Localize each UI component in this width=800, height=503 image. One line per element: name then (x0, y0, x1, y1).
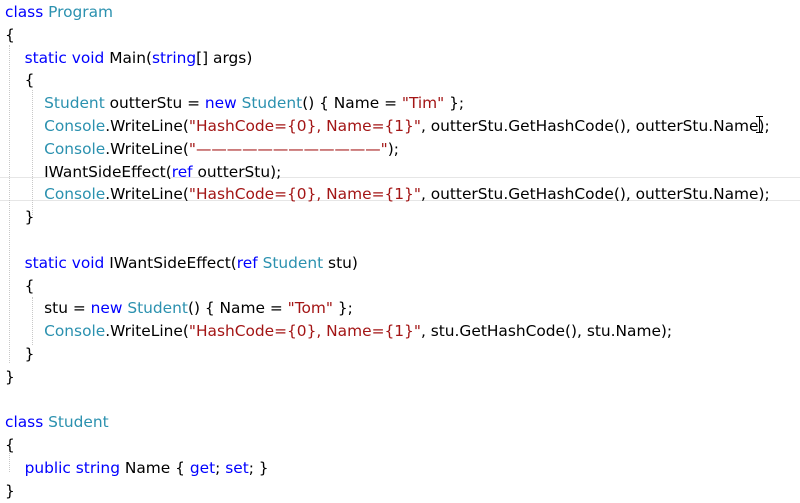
code-token: class (5, 413, 49, 432)
code-token: .WriteLine( (105, 322, 189, 341)
code-line: IWantSideEffect(ref outterStu); (5, 161, 281, 184)
code-token: ref (171, 162, 198, 181)
code-line: public string Name { get; set; } (5, 457, 269, 480)
code-line: static void Main(string[] args) (5, 47, 253, 70)
code-token: Name { (124, 459, 190, 477)
code-line: } (5, 343, 35, 366)
code-token (5, 185, 44, 203)
code-token: Student (262, 253, 324, 272)
code-token: }; (444, 94, 465, 113)
code-token: .WriteLine( (105, 139, 189, 158)
code-line: stu = new Student() { Name = "Tom" }; (5, 297, 353, 320)
code-line: Student outterStu = new Student() { Name… (5, 92, 464, 115)
current-line-highlight (0, 177, 800, 201)
code-token: IWantSideEffect( (5, 162, 172, 181)
code-token: { (5, 276, 35, 295)
code-line: } (5, 480, 15, 503)
code-token: .WriteLine( (105, 185, 189, 204)
code-line: { (5, 275, 35, 298)
code-token: Console (44, 185, 106, 204)
code-token: stu) (323, 253, 358, 272)
code-token: } (5, 367, 15, 386)
code-token: }; (332, 299, 353, 318)
code-token: Console (44, 117, 106, 135)
code-token: Student (241, 94, 303, 113)
code-token: () { Name = (302, 94, 402, 113)
code-token: static void (24, 253, 110, 272)
indent-guide (32, 90, 33, 215)
code-token (5, 140, 44, 158)
code-token (5, 254, 25, 272)
code-line: Console.WriteLine("HashCode={0}, Name={1… (5, 320, 672, 343)
code-token (5, 94, 44, 112)
code-token: { (5, 436, 15, 455)
code-token: ; } (248, 459, 269, 477)
code-token (5, 459, 25, 477)
code-token: "HashCode={0}, Name={1}" (188, 322, 421, 341)
code-line: class Student (5, 411, 109, 434)
code-line: } (5, 366, 15, 389)
code-token: new (90, 299, 128, 318)
code-token: [] args) (196, 48, 253, 67)
code-token: , outterStu.GetHashCode(), outterStu.Nam… (420, 117, 770, 135)
code-token: stu = (5, 299, 91, 318)
code-token: outterStu); (197, 162, 282, 181)
code-token: } (5, 481, 15, 500)
code-token: public string (24, 459, 125, 477)
code-token: Program (48, 3, 114, 21)
code-line: Console.WriteLine("HashCode={0}, Name={1… (5, 115, 770, 138)
code-token: "————————————" (188, 139, 388, 158)
indent-guide (9, 447, 10, 472)
code-token: Student (48, 413, 109, 432)
code-token: static void (24, 48, 110, 67)
code-line: class Program (5, 1, 113, 24)
code-line: static void IWantSideEffect(ref Student … (5, 252, 358, 275)
code-token: } (5, 208, 35, 227)
code-token: { (5, 71, 35, 90)
code-token: Student (44, 94, 105, 113)
code-token: "Tim" (401, 94, 445, 113)
code-token: "HashCode={0}, Name={1}" (188, 185, 421, 204)
code-token: () { Name = (187, 299, 288, 318)
code-token: IWantSideEffect( (109, 253, 237, 272)
code-token: new (204, 94, 242, 113)
code-line: { (5, 69, 35, 92)
code-token: ); (387, 139, 399, 158)
code-token: class (5, 3, 49, 21)
code-line: } (5, 206, 35, 229)
code-token: } (5, 345, 35, 363)
code-token: , outterStu.GetHashCode(), outterStu.Nam… (420, 185, 770, 204)
code-token: ref (236, 253, 263, 272)
code-token: ; (215, 459, 226, 477)
code-token: "HashCode={0}, Name={1}" (188, 117, 421, 135)
code-token: , stu.GetHashCode(), stu.Name); (420, 322, 673, 341)
code-token: get (189, 459, 216, 477)
code-token: Student (127, 299, 188, 318)
code-token: .WriteLine( (105, 117, 189, 135)
code-line: Console.WriteLine("————————————"); (5, 138, 399, 161)
code-line: { (5, 24, 15, 47)
code-token: outterStu = (104, 94, 205, 113)
code-token: Console (44, 139, 106, 158)
code-token: "Tom" (287, 299, 333, 318)
code-token (5, 49, 25, 67)
code-token: Console (44, 322, 106, 341)
code-token (5, 322, 44, 340)
code-token: set (225, 459, 249, 477)
code-line: { (5, 434, 15, 457)
indent-guide (32, 297, 33, 345)
code-token: string (151, 48, 197, 67)
indent-guide (9, 45, 10, 363)
text-cursor-icon (756, 116, 763, 133)
code-line: Console.WriteLine("HashCode={0}, Name={1… (5, 183, 770, 206)
code-token: { (5, 25, 15, 44)
code-token (5, 117, 44, 135)
code-token: Main( (109, 48, 152, 67)
